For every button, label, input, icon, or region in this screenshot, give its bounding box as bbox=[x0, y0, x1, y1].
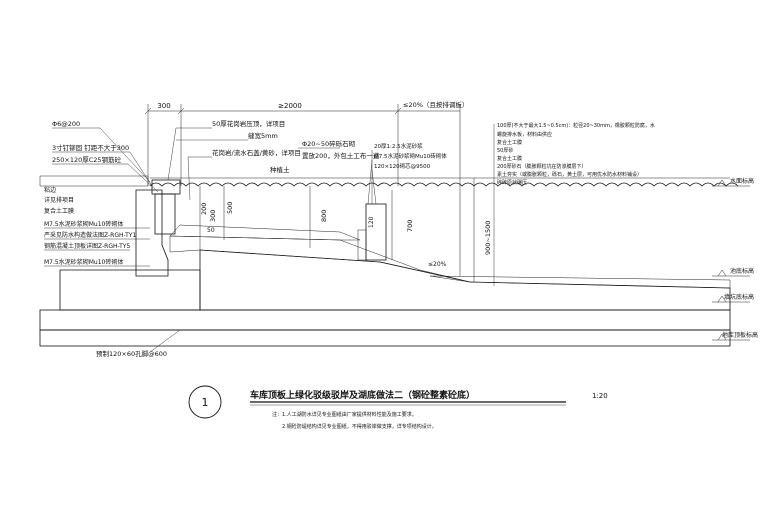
left-label-8: 钢筋混凝土顶板详图Z-RGH-TY5 bbox=[44, 242, 130, 250]
top-label-2: 花岗岩/流水石盖/黄砂，详项目 bbox=[212, 148, 301, 157]
right-label-1: 螺旋排水板，材料由供应 bbox=[497, 131, 552, 138]
vertical-dimensions: 200 300 500 800 120 50 700 900~1500 ≤20% bbox=[199, 178, 492, 282]
level-water: 水面标高 bbox=[730, 177, 754, 185]
right-label-4: 复合土工膜 bbox=[497, 155, 522, 162]
dim-800: 800 bbox=[320, 210, 328, 222]
level-fill-bottom: 填坑底标高 bbox=[724, 293, 754, 301]
drawing-scale: 1:20 bbox=[592, 392, 608, 400]
top-dimension-line: 300 ≥2000 ≤20%（且按排调板） bbox=[144, 100, 468, 276]
dim-2000: ≥2000 bbox=[278, 102, 302, 110]
water-surface bbox=[149, 177, 739, 187]
note-1: 注：1.人工湖防水详见专业图纸由厂家提供材料性能及施工要求。 bbox=[272, 411, 417, 418]
left-label-2: 250×120厚C25钢筋砼 bbox=[52, 155, 122, 164]
drawing-title: 车库顶板上绿化驳级驳岸及湖底做法二（钢砼整素砼底） bbox=[250, 389, 475, 401]
slope-label: ≤20% bbox=[428, 261, 447, 268]
right-label-7: 碎砖原状碾压 bbox=[497, 179, 527, 186]
left-label-9: M7.5水泥砂浆砌Mu10砖砌体 bbox=[44, 258, 123, 266]
top-label-3: 种植土 bbox=[270, 165, 290, 174]
left-label-5: 复合土工膜 bbox=[44, 207, 74, 215]
dim-120: 120 bbox=[368, 216, 375, 228]
note-2: 2.钢砼防堤结构详见专业图纸，不得用驳岸做支撑，详专项结构设计。 bbox=[282, 423, 437, 430]
left-label-1: 3寸钉铆固 钉距不大于300 bbox=[52, 143, 129, 152]
left-label-4: 详见排项目 bbox=[44, 196, 74, 204]
left-annotations: Φ6@200 3寸钉铆固 钉距不大于300 250×120厚C25钢筋砼 粘边 … bbox=[44, 120, 159, 267]
left-label-0: Φ6@200 bbox=[52, 120, 80, 128]
left-label-7: 严采见防水构造做法图Z-RGH-TY1 bbox=[44, 231, 136, 239]
right-label-3: 50厚砂 bbox=[497, 147, 513, 154]
right-label-5: 200厚砂石（膨胀颗粒坑在防渗膜层下） bbox=[497, 163, 587, 170]
right-label-6: 素土夯实（或膨胀颗粒，砾石，黄土层，可用优水防水材料铺设） bbox=[497, 171, 642, 178]
mid-label-1: M7.5水泥砂浆砌Mu10砖砌体 bbox=[374, 152, 447, 160]
left-label-6: M7.5水泥砂浆砌Mu10砖砌体 bbox=[44, 220, 123, 228]
level-pool-bottom: 池底标高 bbox=[730, 267, 754, 275]
dim-900-1500: 900~1500 bbox=[484, 221, 492, 255]
dim-slope-top: ≤20%（且按排调板） bbox=[403, 100, 468, 109]
mid-label-0: 20厚1:2.5水泥砂浆 bbox=[374, 142, 423, 150]
dim-300: 300 bbox=[157, 102, 170, 110]
mid-annotations: 20厚1:2.5水泥砂浆 M7.5水泥砂浆砌Mu10砖砌体 120×120砌芯@… bbox=[367, 142, 447, 205]
level-deck-top: 地库顶板标高 bbox=[722, 331, 758, 339]
mid-label-2: 120×120砌芯@9500 bbox=[374, 162, 431, 170]
top-label-5: 置放200，外包土工布一道 bbox=[302, 151, 380, 160]
dim-300-v: 300 bbox=[209, 210, 217, 222]
bottom-note: 预制120×60孔脚@600 bbox=[96, 349, 167, 358]
dim-500: 500 bbox=[226, 202, 234, 214]
left-label-3: 粘边 bbox=[44, 186, 56, 194]
right-label-0: 100厚(不大于最大1.5~0.5cm)：粒径20~30mm，橡胶颗粒防腐，水 bbox=[497, 122, 655, 129]
top-label-1: 缝宽5mm bbox=[248, 131, 278, 140]
right-label-2: 复合土工膜 bbox=[497, 139, 522, 146]
level-markers: 水面标高 池底标高 填坑底标高 地库顶板标高 bbox=[712, 177, 758, 341]
dim-700: 700 bbox=[406, 220, 414, 232]
title-block: 1 车库顶板上绿化驳级驳岸及湖底做法二（钢砼整素砼底） 1:20 注：1.人工湖… bbox=[188, 385, 608, 430]
dim-50: 50 bbox=[207, 227, 215, 234]
top-annotations: 50厚花岗岩压顶，详项目 缝宽5mm 花岗岩/流水石盖/黄砂，详项目 种植土 Φ… bbox=[167, 119, 380, 201]
detail-circle bbox=[188, 385, 222, 419]
dim-200: 200 bbox=[200, 203, 208, 215]
top-label-4: Φ20~50碎砾石砌 bbox=[302, 139, 356, 148]
top-label-0: 50厚花岗岩压顶，详项目 bbox=[212, 119, 285, 128]
right-annotations: 100厚(不大于最大1.5~0.5cm)：粒径20~30mm，橡胶颗粒防腐，水 … bbox=[493, 122, 655, 286]
detail-number: 1 bbox=[202, 396, 209, 409]
structure-layers bbox=[39, 175, 731, 347]
